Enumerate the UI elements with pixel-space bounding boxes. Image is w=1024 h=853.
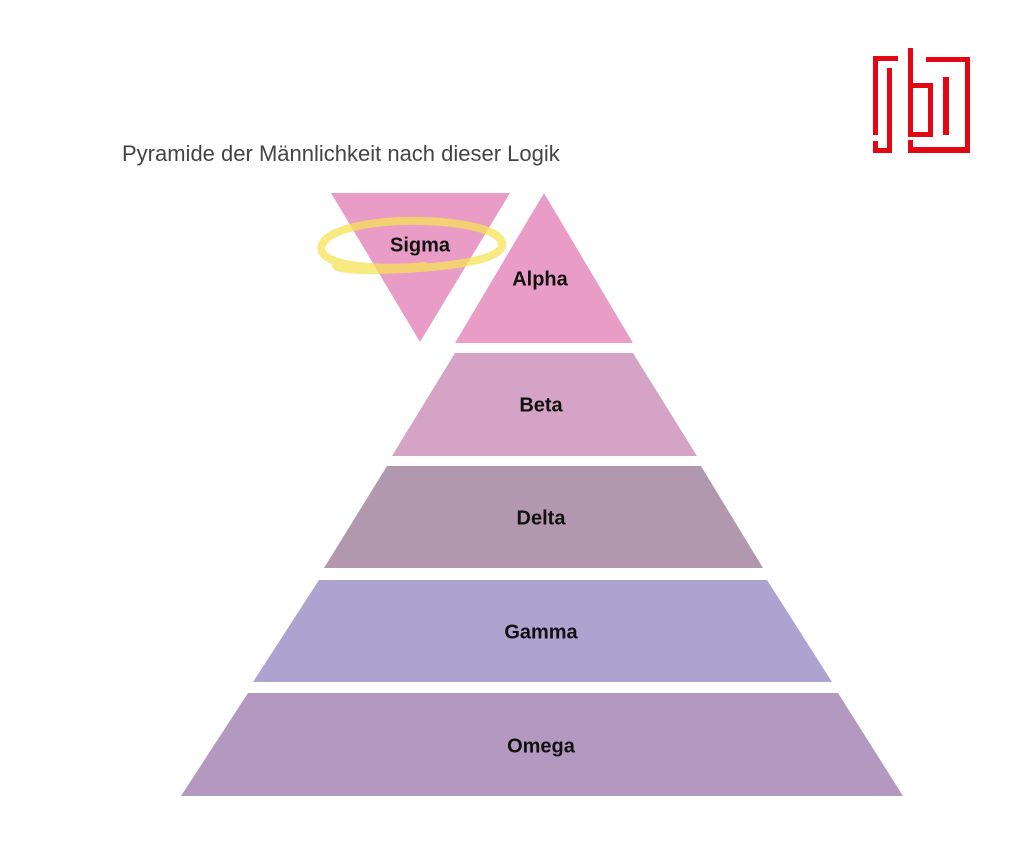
beta-label: Beta	[519, 394, 563, 416]
jbi-logo	[873, 48, 970, 153]
sigma-label: Sigma	[390, 234, 451, 256]
alpha-triangle	[455, 193, 633, 343]
gamma-label: Gamma	[504, 621, 578, 643]
omega-label: Omega	[507, 735, 576, 757]
gamma-tier	[253, 580, 832, 682]
highlight-circle	[317, 216, 507, 275]
alpha-label: Alpha	[512, 268, 568, 290]
delta-tier	[324, 466, 763, 568]
diagram-title: Pyramide der Männlichkeit nach dieser Lo…	[122, 141, 560, 166]
delta-label: Delta	[517, 507, 567, 529]
omega-tier	[181, 693, 903, 796]
beta-tier	[392, 353, 697, 456]
